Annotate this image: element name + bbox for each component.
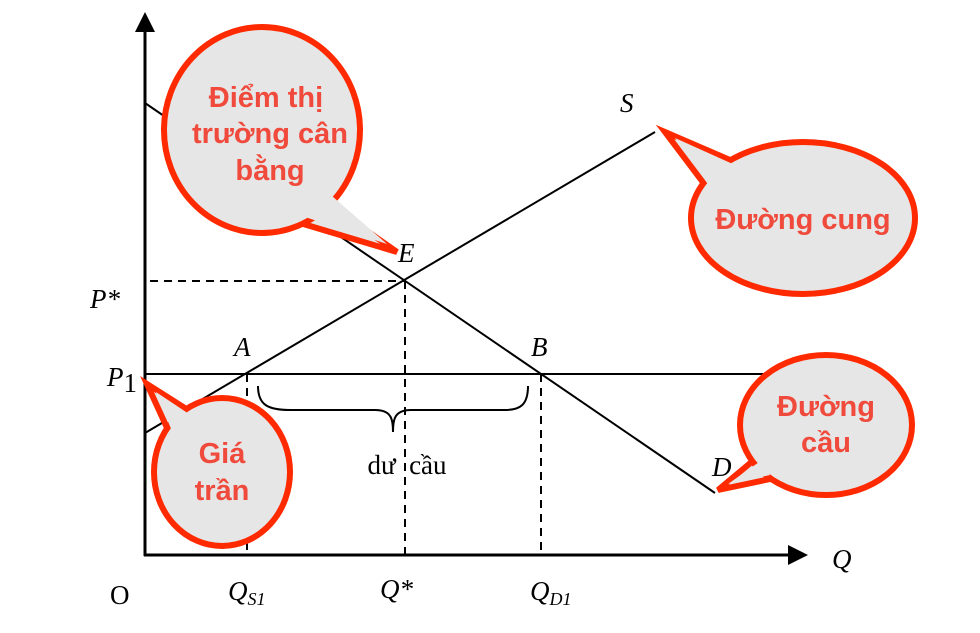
callout-equilibrium-line2: trường cân (192, 118, 348, 150)
callout-supply: Đường cung (655, 124, 918, 297)
p1-label: P1 (106, 362, 137, 398)
q-star-label: Q* (380, 574, 413, 604)
qd1-label: QD1 (530, 576, 572, 609)
qs1-label: QS1 (228, 576, 266, 609)
p1-sub: 1 (124, 368, 138, 398)
callout-demand: Đường cầu (716, 352, 915, 498)
callout-ceiling-line2: trần (195, 475, 250, 507)
supply-label: S (620, 88, 634, 118)
callout-equilibrium-line1: Điểm thị (209, 82, 323, 114)
p1-main: P (106, 362, 124, 392)
supply-curve (144, 131, 656, 434)
callout-equilibrium: Điểm thị trường cân bằng (161, 24, 399, 255)
callout-demand-line1: Đường (777, 391, 875, 423)
qd1-sub: D1 (549, 589, 572, 609)
shortage-brace (257, 385, 529, 433)
demand-label: D (711, 452, 732, 482)
qs1-sub: S1 (248, 589, 266, 609)
qs1-main: Q (228, 576, 248, 606)
x-axis-arrow-icon (788, 545, 808, 565)
callout-supply-text: Đường cung (715, 204, 890, 236)
callout-ceiling-line1: Giá (199, 438, 247, 470)
point-b-label: B (531, 332, 548, 362)
callout-equilibrium-line3: bằng (235, 153, 304, 187)
qd1-main: Q (530, 576, 550, 606)
equilibrium-label: E (397, 238, 415, 268)
p-star-label: P* (89, 284, 120, 314)
callout-ceiling: Giá trần (140, 376, 293, 549)
point-a-label: A (232, 332, 251, 362)
q-axis-label: Q (832, 544, 852, 574)
shortage-label: dư cầu (367, 450, 447, 480)
origin-label: O (110, 580, 130, 610)
callout-demand-line2: cầu (801, 427, 851, 459)
y-axis-arrow-icon (135, 12, 155, 32)
